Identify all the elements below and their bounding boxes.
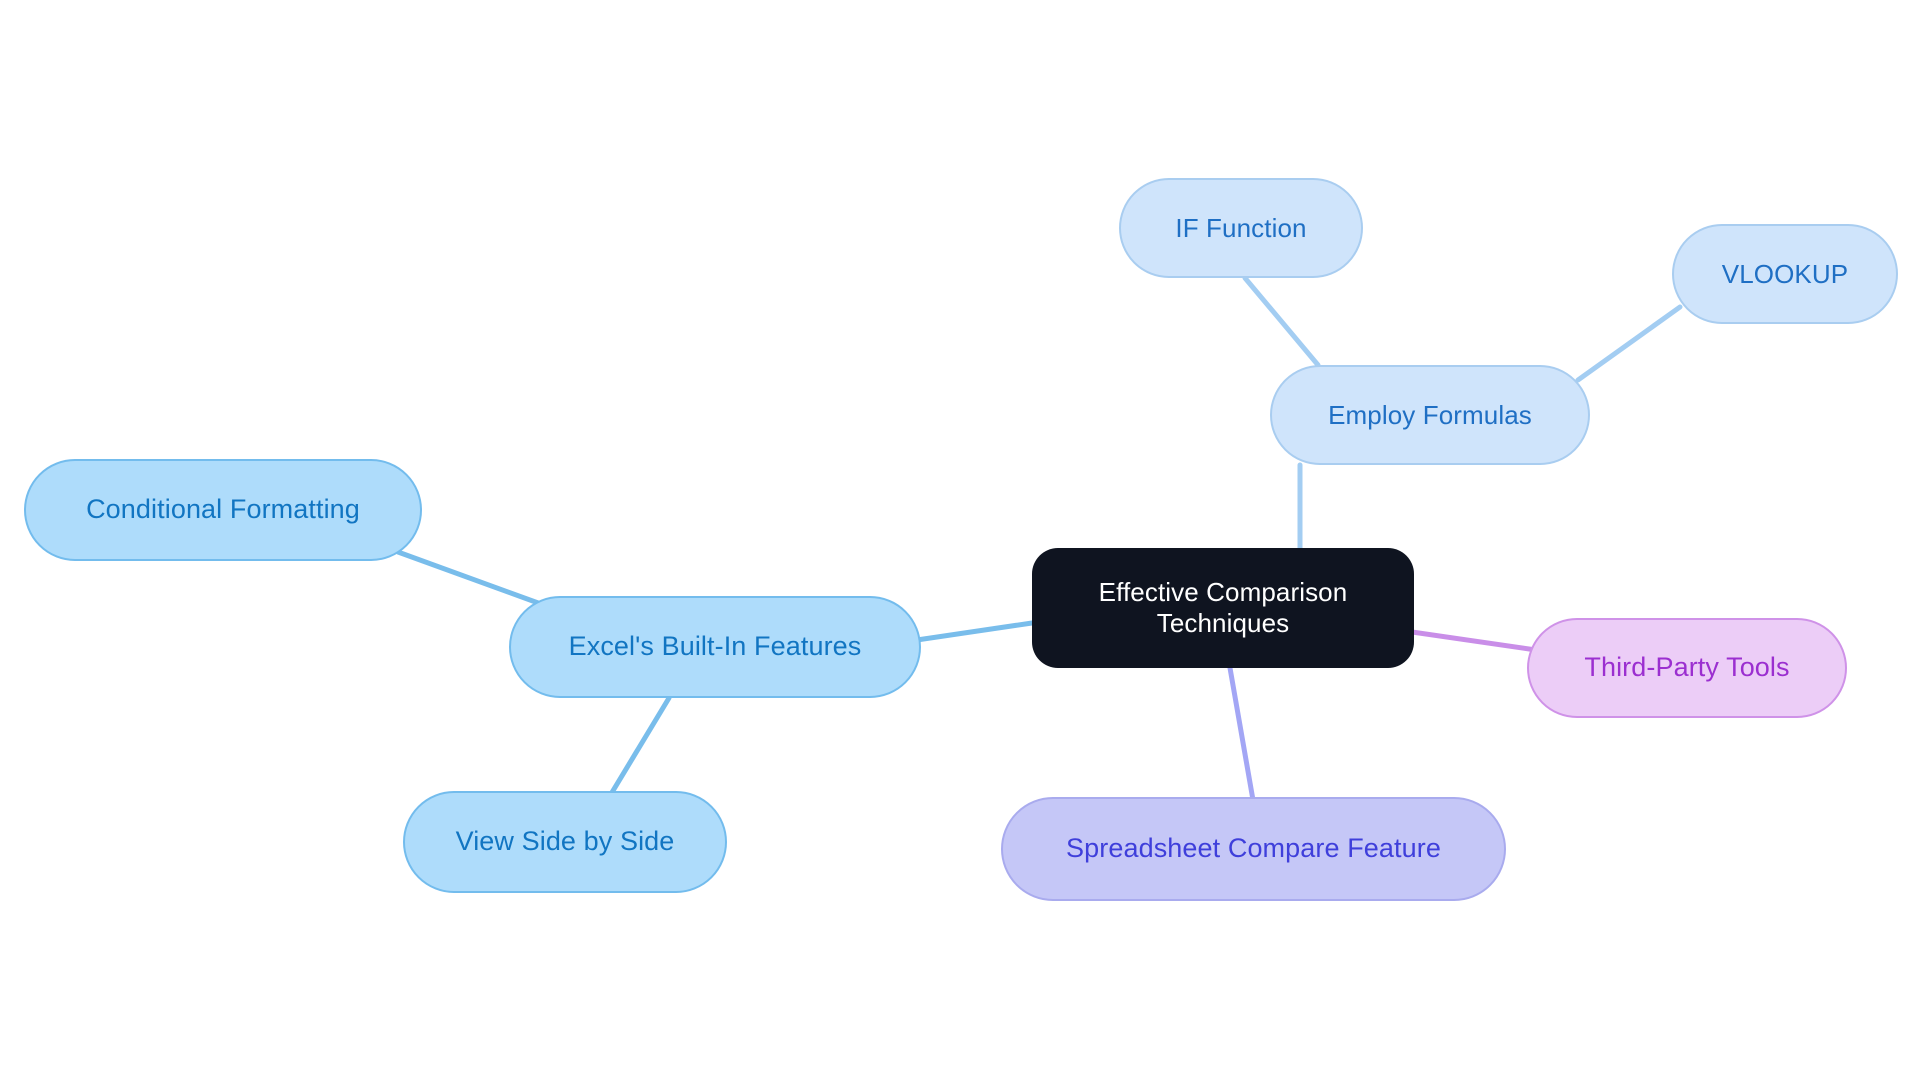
mindmap-node-root[interactable]: Effective Comparison Techniques [1032,548,1414,668]
mindmap-node-third-party-tools[interactable]: Third-Party Tools [1527,618,1847,718]
mindmap-node-view-side-by-side[interactable]: View Side by Side [403,791,727,893]
mindmap-node-if-function[interactable]: IF Function [1119,178,1363,278]
node-label-conditional-formatting: Conditional Formatting [86,494,360,525]
mindmap-edge [1227,665,1256,803]
mindmap-node-employ-formulas[interactable]: Employ Formulas [1270,365,1590,465]
node-label-spreadsheet-compare-feature: Spreadsheet Compare Feature [1066,833,1441,864]
node-label-excel-built-in-features: Excel's Built-In Features [568,631,862,662]
node-label-third-party-tools: Third-Party Tools [1584,652,1790,683]
mindmap-edge [1242,275,1321,368]
mindmap-node-vlookup[interactable]: VLOOKUP [1672,224,1898,324]
mindmap-node-excel-built-in-features[interactable]: Excel's Built-In Features [509,596,921,698]
node-label-vlookup: VLOOKUP [1721,258,1849,289]
node-label-view-side-by-side: View Side by Side [455,826,675,857]
node-label-employ-formulas: Employ Formulas [1328,399,1532,430]
mindmap-edge [1409,629,1539,653]
mindmap-node-spreadsheet-compare-feature[interactable]: Spreadsheet Compare Feature [1001,797,1506,901]
mindmap-edge [395,549,544,607]
node-label-if-function: IF Function [1175,212,1307,243]
mindmap-edge [907,620,1035,644]
mindmap-edge [605,695,672,802]
mindmap-edge [1575,304,1683,383]
mindmap-node-conditional-formatting[interactable]: Conditional Formatting [24,459,422,561]
node-label-root: Effective Comparison Techniques [1098,577,1348,638]
